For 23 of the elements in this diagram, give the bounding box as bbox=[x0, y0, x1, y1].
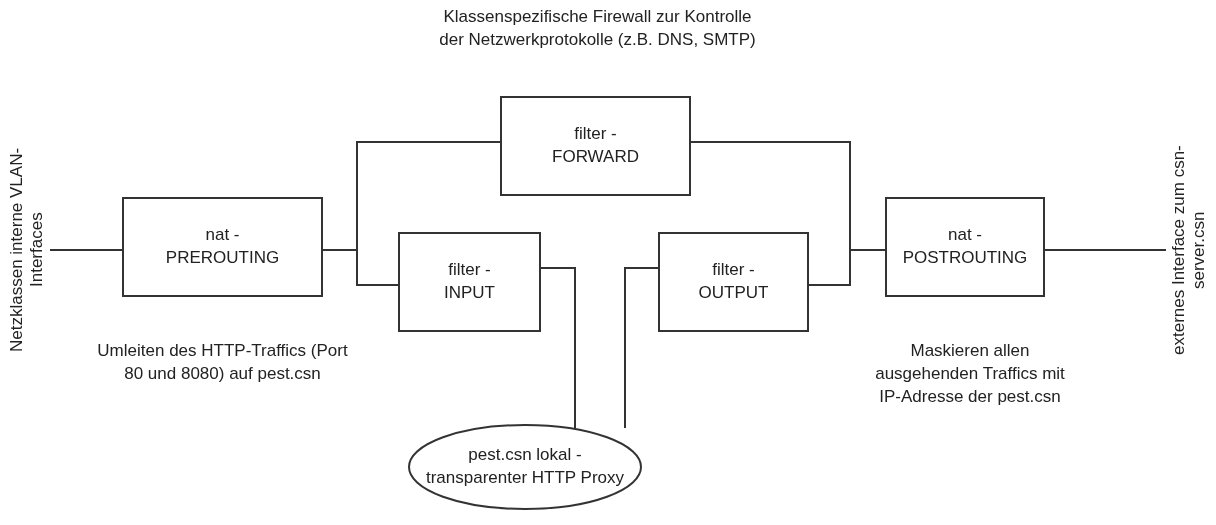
annotation-text: Klassenspezifische Firewall zur Kontrolle der Netzwerkprotokolle (z.B. DNS, SMTP) bbox=[438, 6, 757, 51]
node-label: filter - FORWARD bbox=[551, 123, 640, 168]
process-box bbox=[398, 232, 541, 332]
node-label: filter - OUTPUT bbox=[697, 259, 770, 304]
interface-label: externes Interface zum csn-server.csn bbox=[1166, 140, 1212, 360]
connector-line bbox=[808, 249, 886, 286]
process-box bbox=[885, 197, 1045, 297]
node-label: nat - PREROUTING bbox=[164, 224, 281, 269]
process-box bbox=[658, 232, 809, 332]
node-label: nat - POSTROUTING bbox=[901, 224, 1029, 269]
process-ellipse bbox=[408, 424, 642, 510]
connector-line bbox=[540, 267, 576, 429]
process-box bbox=[122, 197, 323, 297]
annotation-text: Maskieren allen ausgehenden Traffics mit IP-Adresse der pest.csn bbox=[874, 340, 1066, 408]
node-label: filter - INPUT bbox=[443, 259, 496, 304]
connector-line bbox=[1044, 249, 1167, 251]
connector-line bbox=[49, 249, 123, 251]
node-label: pest.csn lokal - transparenter HTTP Proxy bbox=[424, 444, 626, 489]
interface-label: Netzklassen interne VLAN- Interfaces bbox=[4, 140, 50, 360]
connector-line bbox=[322, 249, 399, 286]
connector-line bbox=[624, 267, 659, 429]
process-box bbox=[500, 96, 691, 196]
annotation-text: Umleiten des HTTP-Traffics (Port 80 und 8080) auf pest.csn bbox=[96, 340, 349, 385]
